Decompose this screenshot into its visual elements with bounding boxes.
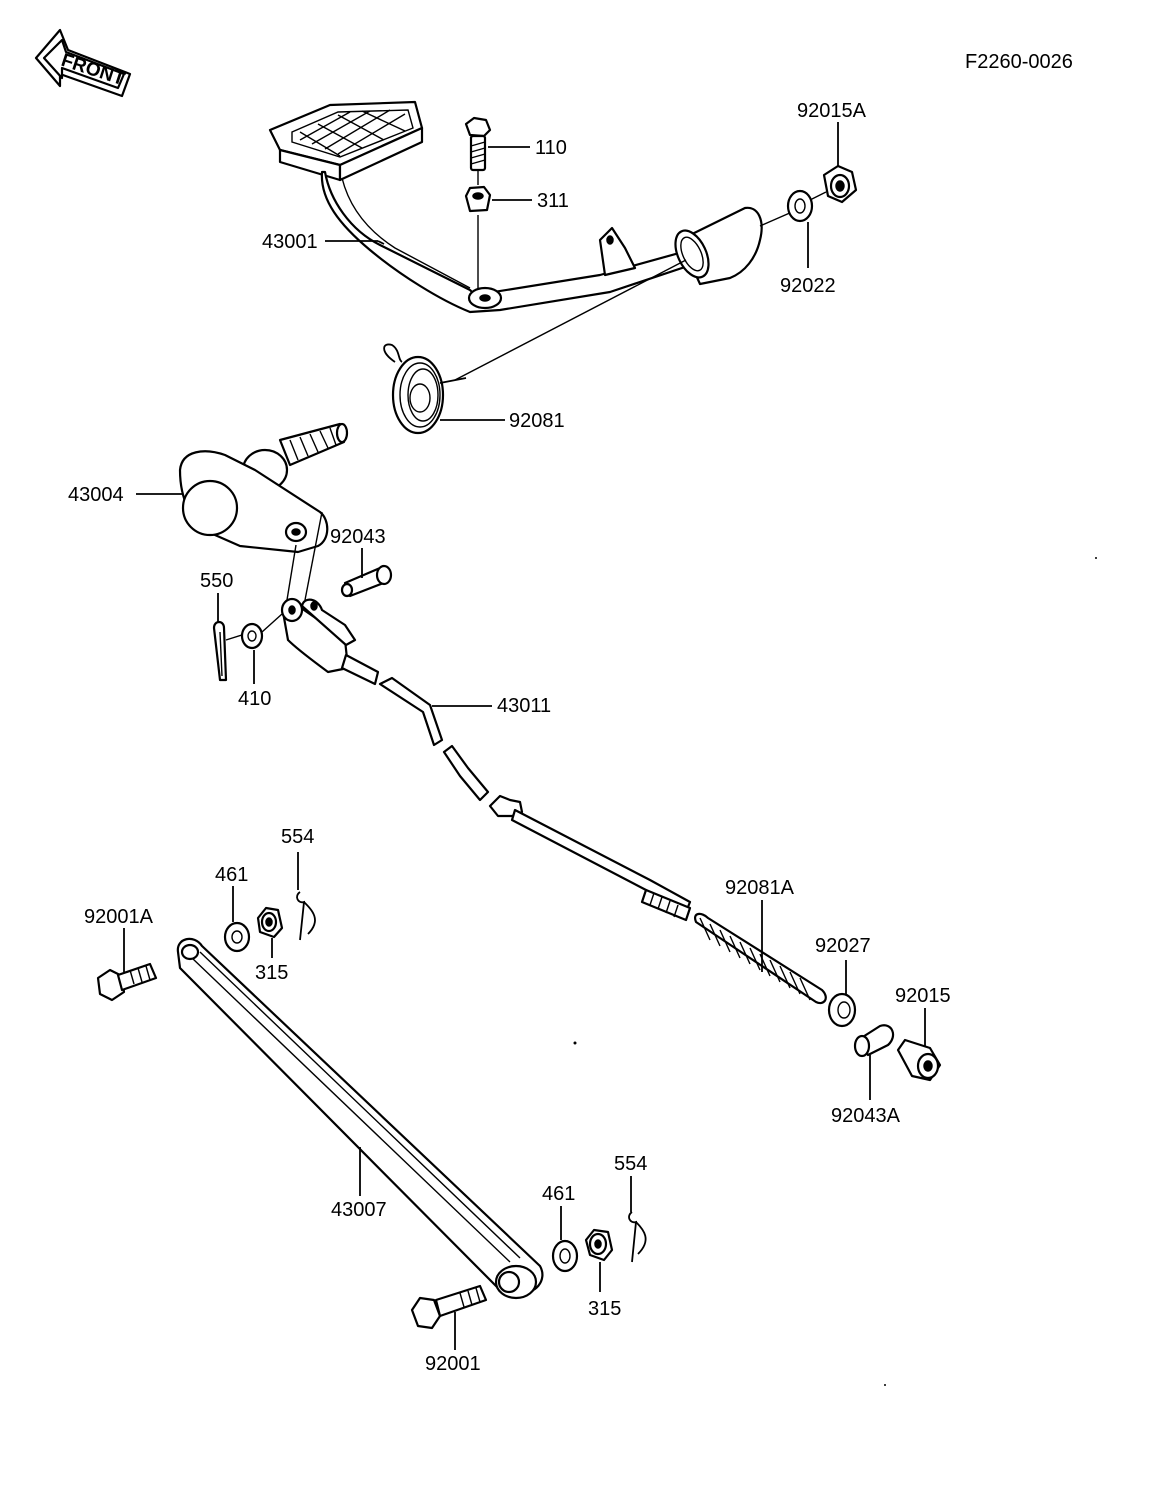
bolt-92001A: [96, 962, 158, 1002]
brake-shaft-43004: [178, 422, 349, 554]
washer-461-upper: [223, 921, 251, 953]
nut-92015A: [822, 164, 858, 204]
washer-461-lower: [551, 1239, 579, 1273]
speck-mark: [1095, 557, 1097, 559]
washer-92022: [786, 189, 814, 223]
cotter-pin-550: [212, 620, 228, 682]
label-92027: 92027: [815, 935, 871, 957]
label-92043: 92043: [330, 526, 386, 548]
nut-315-upper: [256, 906, 284, 939]
speck-mark: [884, 1384, 886, 1386]
label-43007: 43007: [331, 1199, 387, 1221]
torque-link-43007: [176, 937, 544, 1300]
label-315-lower: 315: [588, 1298, 621, 1320]
washer-410: [240, 622, 264, 650]
label-554-upper: 554: [281, 826, 314, 848]
label-110: 110: [535, 137, 567, 159]
clip-554-upper: [296, 891, 316, 941]
label-550: 550: [200, 570, 233, 592]
label-43004: 43004: [68, 484, 124, 506]
bolt-110: [464, 116, 492, 172]
label-92043A: 92043A: [831, 1105, 901, 1127]
nut-315-lower: [584, 1228, 614, 1262]
spacer-92027: [827, 992, 857, 1028]
spring-92081A: [694, 912, 827, 1005]
nut-92015: [896, 1038, 942, 1082]
label-311: 311: [537, 190, 569, 212]
label-92022: 92022: [780, 275, 836, 297]
label-92015A: 92015A: [797, 100, 867, 122]
clip-554-lower: [628, 1211, 647, 1263]
pin-92043A: [853, 1024, 895, 1058]
label-92015: 92015: [895, 985, 951, 1007]
label-461-upper: 461: [215, 864, 248, 886]
diagram-code: F2260-0026: [965, 51, 1073, 73]
nut-311: [464, 185, 492, 213]
label-92081A: 92081A: [725, 877, 795, 899]
label-315-upper: 315: [255, 962, 288, 984]
label-554-lower: 554: [614, 1153, 647, 1175]
label-43001: 43001: [262, 231, 318, 253]
spring-92081: [383, 343, 467, 435]
clevis-joint: [280, 597, 380, 686]
brake-rod-43011: [378, 676, 692, 922]
leader-lines: [123, 122, 926, 1350]
label-461-lower: 461: [542, 1183, 575, 1205]
label-92001: 92001: [425, 1353, 481, 1375]
front-arrow-icon: FRONT: [34, 28, 132, 98]
label-410: 410: [238, 688, 271, 710]
label-43011: 43011: [497, 695, 551, 717]
bolt-92001: [410, 1284, 488, 1330]
brake-pedal-43001: [268, 100, 763, 314]
speck-mark: [573, 1041, 577, 1045]
label-92001A: 92001A: [84, 906, 154, 928]
pin-92043: [340, 564, 393, 598]
label-92081: 92081: [509, 410, 565, 432]
